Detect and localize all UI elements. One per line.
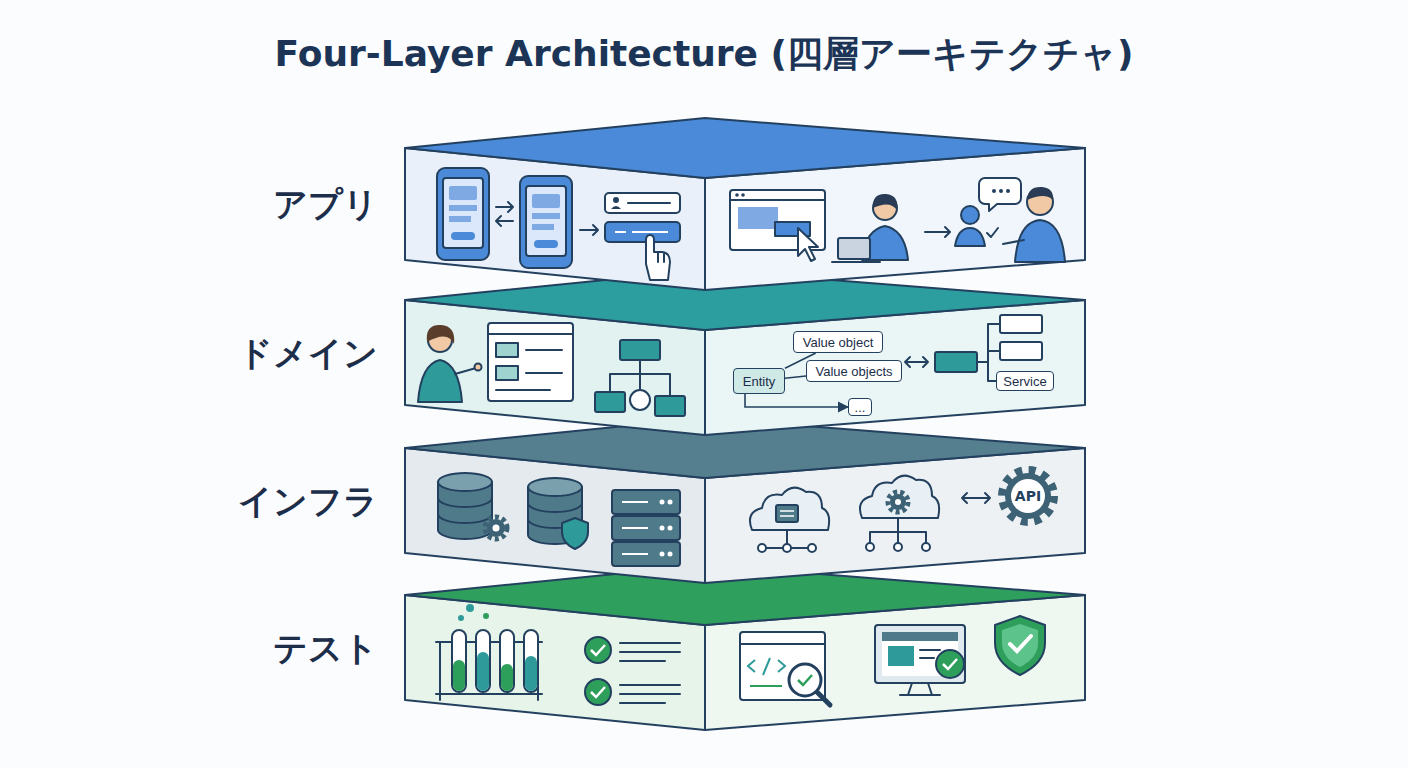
layer-label: インフラ — [220, 479, 378, 523]
domain-box: ... — [848, 398, 872, 416]
api-label: API — [1008, 484, 1048, 508]
domain-box: Value objects — [806, 360, 902, 382]
layer-slab: アプリ — [220, 116, 1090, 292]
layer-slab: ドメイン Entity Value objectValue objects... Se… — [220, 268, 1090, 437]
layer-label: テスト — [220, 626, 378, 670]
slab-top-face — [405, 118, 1085, 178]
diagram-title: Four-Layer Architecture (四層アーキテクチャ) — [0, 30, 1408, 78]
layer-label: アプリ — [220, 182, 378, 226]
domain-box: Service — [996, 371, 1054, 391]
box-label: ... — [855, 400, 866, 415]
domain-box: Value object — [793, 331, 883, 353]
layer-label: ドメイン — [220, 331, 378, 375]
layer-slab: テスト — [220, 563, 1090, 732]
box-label: Value object — [803, 335, 874, 350]
layer-slab: インフラ — [220, 416, 1090, 585]
box-label: Entity — [743, 374, 776, 389]
domain-box: Entity — [733, 368, 785, 394]
box-label: Service — [1003, 374, 1046, 389]
box-label: Value objects — [815, 364, 892, 379]
